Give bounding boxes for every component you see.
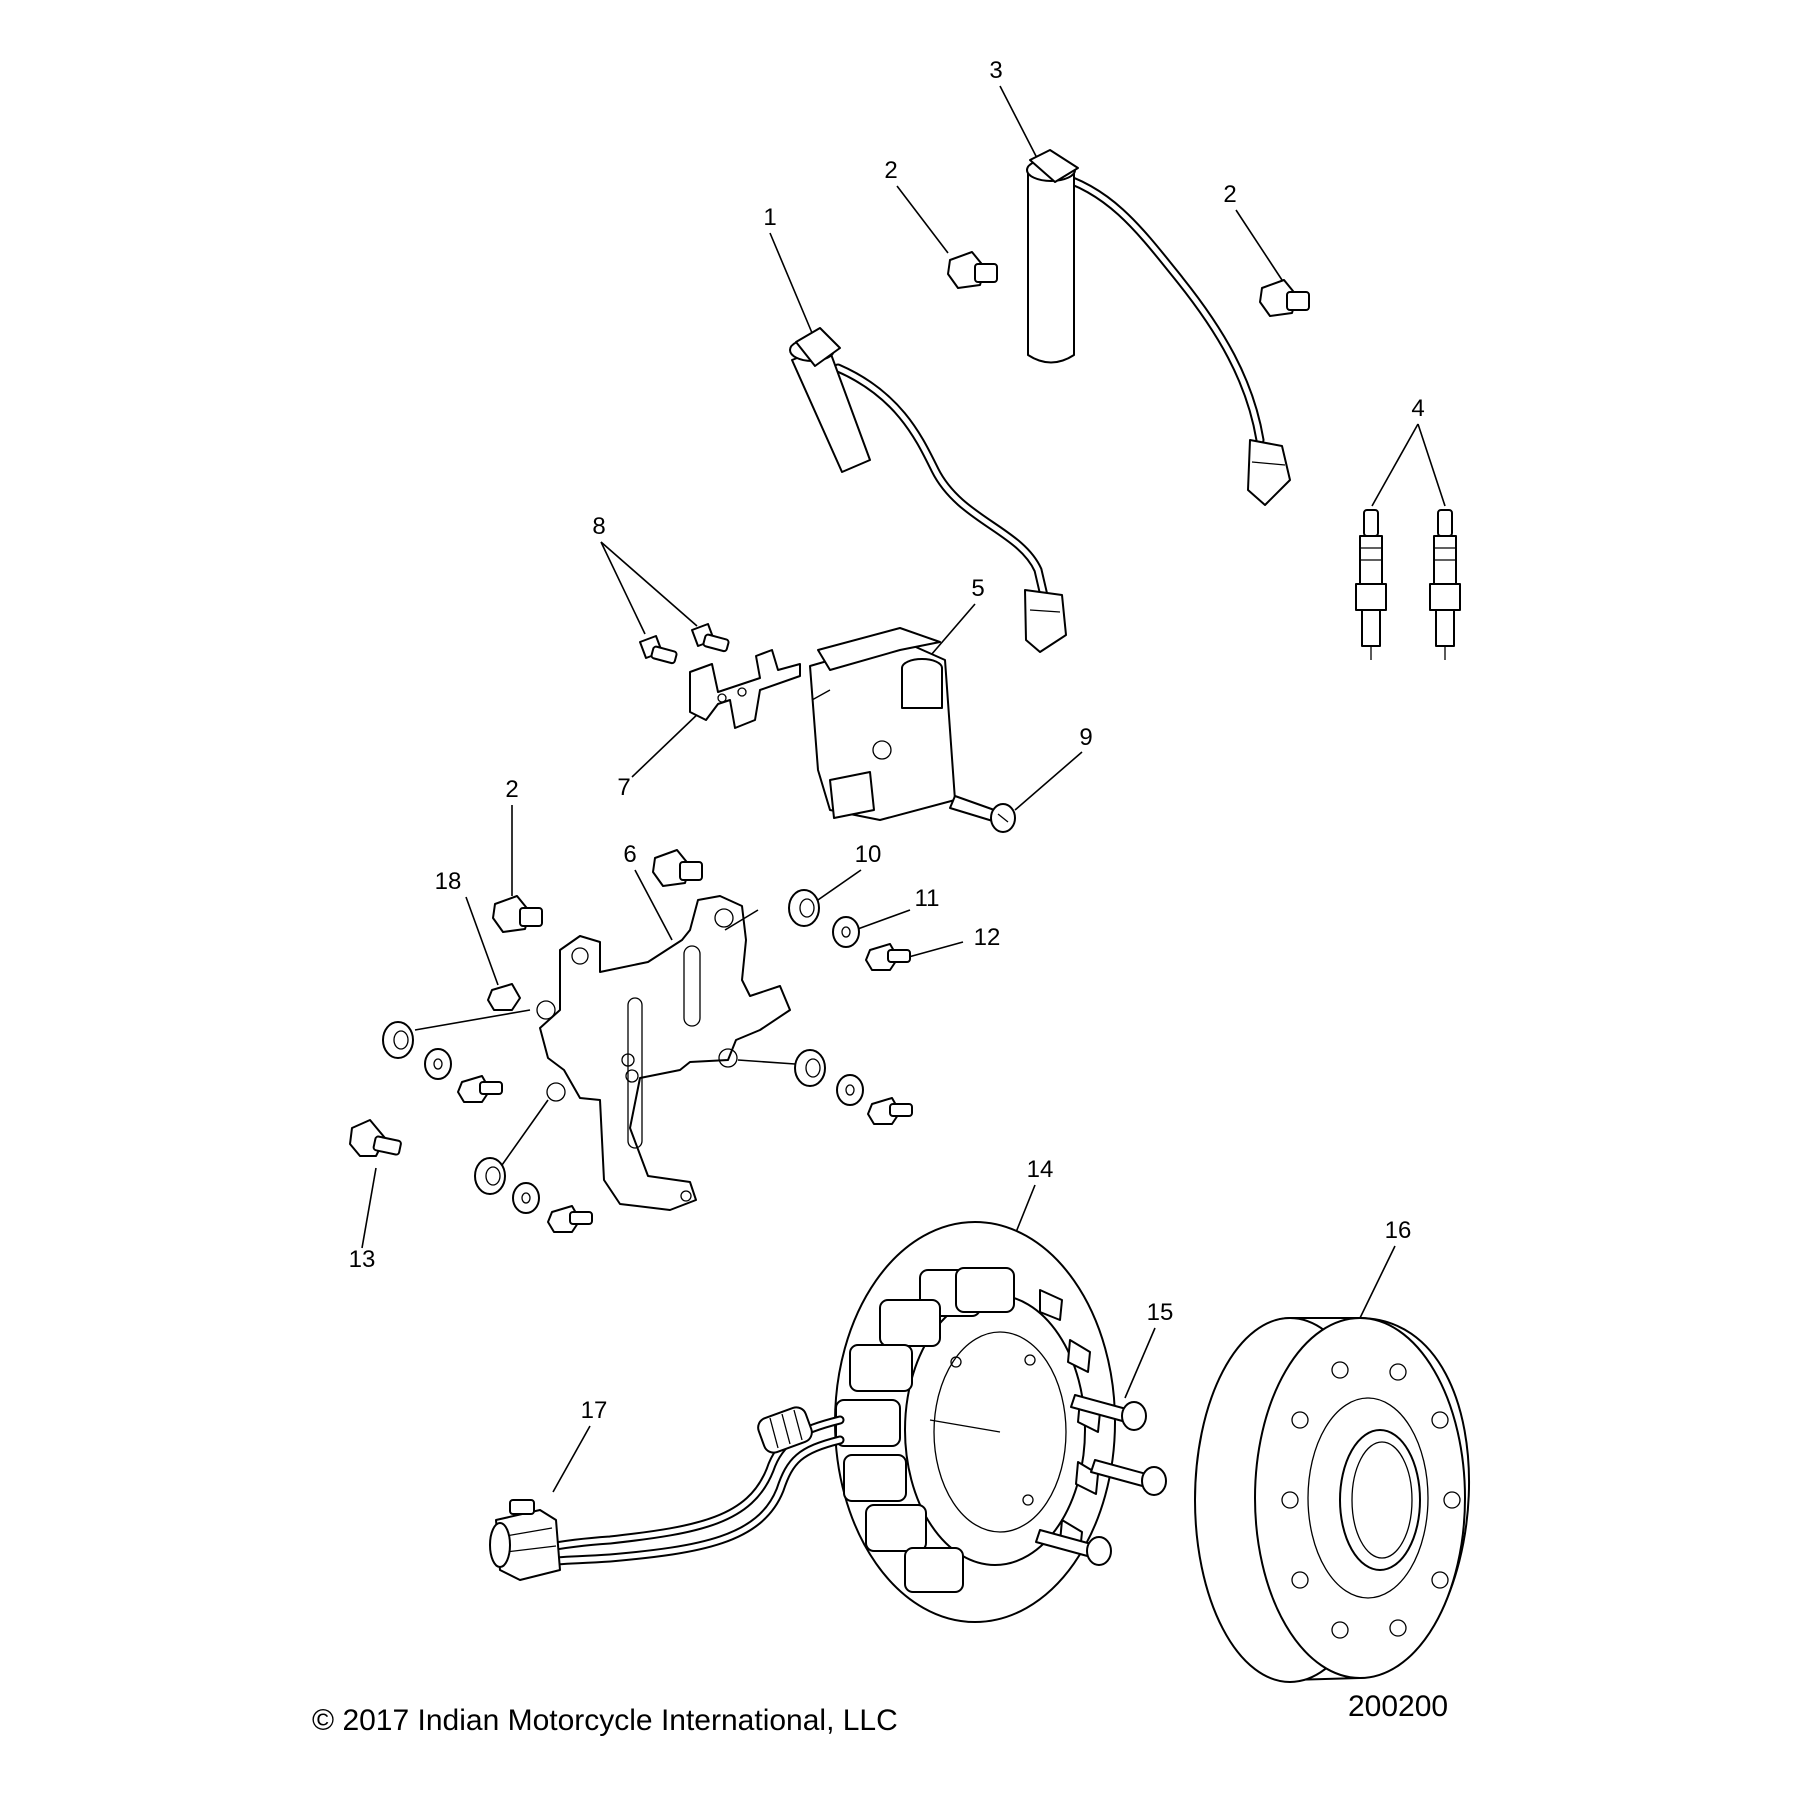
coil-mount-bracket bbox=[689, 649, 801, 729]
assembly-line-b bbox=[737, 1059, 796, 1065]
callout-13: 13 bbox=[349, 1167, 377, 1273]
callout-9: 9 bbox=[1014, 724, 1093, 811]
callout-17: 17 bbox=[552, 1397, 608, 1493]
bolt-12-b bbox=[457, 1075, 503, 1103]
callout-4: 4 bbox=[1371, 395, 1446, 507]
svg-text:5: 5 bbox=[971, 575, 984, 602]
washer-11-a bbox=[832, 916, 860, 948]
washer-11-b bbox=[424, 1048, 452, 1080]
flywheel-rotor bbox=[1194, 1317, 1470, 1683]
svg-text:11: 11 bbox=[915, 885, 940, 912]
callout-8: 8 bbox=[592, 513, 698, 635]
callout-10: 10 bbox=[814, 841, 882, 903]
ignition-coil-lead-left bbox=[789, 327, 1067, 653]
nut-2-a bbox=[947, 251, 998, 289]
svg-text:6: 6 bbox=[623, 841, 636, 868]
svg-text:9: 9 bbox=[1079, 724, 1092, 751]
svg-text:14: 14 bbox=[1027, 1156, 1054, 1183]
mounting-bracket bbox=[536, 895, 791, 1211]
bolt-9 bbox=[949, 795, 1016, 833]
sensor-stud-13 bbox=[349, 1119, 402, 1157]
svg-text:2: 2 bbox=[505, 776, 518, 803]
stator-bolt-a bbox=[1070, 1394, 1147, 1431]
stator-bolt-b bbox=[1090, 1459, 1167, 1496]
stator-bolt-c bbox=[1035, 1529, 1112, 1566]
svg-text:2: 2 bbox=[1223, 181, 1236, 208]
screw-8-a bbox=[639, 635, 678, 665]
nut-2-d bbox=[652, 849, 703, 887]
spark-plug-1 bbox=[1355, 509, 1387, 660]
svg-text:18: 18 bbox=[435, 868, 462, 895]
svg-text:7: 7 bbox=[617, 774, 630, 801]
screw-8-b bbox=[691, 623, 730, 653]
svg-text:15: 15 bbox=[1147, 1299, 1174, 1326]
washer-11-d bbox=[512, 1182, 540, 1214]
callout-12: 12 bbox=[904, 924, 1001, 959]
callout-2-bracket: 2 bbox=[505, 776, 519, 896]
callout-16: 16 bbox=[1359, 1217, 1412, 1319]
bolt-12-a bbox=[865, 943, 911, 971]
svg-text:1: 1 bbox=[763, 204, 776, 231]
svg-text:16: 16 bbox=[1385, 1217, 1412, 1244]
grommet-10-d bbox=[474, 1157, 506, 1195]
callout-2-top-left: 2 bbox=[884, 157, 949, 254]
washer-11-c bbox=[836, 1074, 864, 1106]
callout-11: 11 bbox=[854, 885, 940, 931]
ignition-coil-module bbox=[809, 627, 956, 821]
svg-text:3: 3 bbox=[989, 57, 1002, 84]
assembly-line-c bbox=[501, 1099, 549, 1166]
callout-2-top-right: 2 bbox=[1223, 181, 1283, 281]
svg-text:8: 8 bbox=[592, 513, 605, 540]
assembly-line-d bbox=[724, 909, 759, 931]
callout-15: 15 bbox=[1124, 1299, 1174, 1399]
spark-plug-2 bbox=[1429, 509, 1461, 660]
callout-6: 6 bbox=[623, 841, 673, 941]
svg-text:17: 17 bbox=[581, 1397, 608, 1424]
grommet-10-c bbox=[794, 1049, 826, 1087]
svg-text:13: 13 bbox=[349, 1246, 376, 1273]
callout-7: 7 bbox=[617, 709, 703, 801]
nut-2-b bbox=[1259, 279, 1310, 317]
stator-harness bbox=[489, 1406, 845, 1581]
ignition-coil-lead-right bbox=[1026, 149, 1291, 506]
bolt-12-d bbox=[547, 1205, 593, 1233]
bolt-12-c bbox=[867, 1097, 913, 1125]
svg-text:10: 10 bbox=[855, 841, 882, 868]
grommet-10-a bbox=[788, 889, 820, 927]
svg-text:12: 12 bbox=[974, 924, 1001, 951]
nut-2-c bbox=[492, 895, 543, 933]
figure-number: 200200 bbox=[1348, 1690, 1449, 1723]
stator bbox=[834, 1221, 1116, 1623]
callout-5: 5 bbox=[924, 575, 985, 663]
svg-text:2: 2 bbox=[884, 157, 897, 184]
assembly-line-a bbox=[414, 1009, 531, 1031]
bolt-18 bbox=[487, 983, 521, 1011]
callout-18: 18 bbox=[435, 868, 499, 986]
grommet-10-b bbox=[382, 1021, 414, 1059]
svg-text:4: 4 bbox=[1411, 395, 1424, 422]
callout-1: 1 bbox=[763, 204, 816, 341]
callout-3: 3 bbox=[989, 57, 1039, 161]
copyright-notice: © 2017 Indian Motorcycle International, … bbox=[312, 1704, 898, 1737]
